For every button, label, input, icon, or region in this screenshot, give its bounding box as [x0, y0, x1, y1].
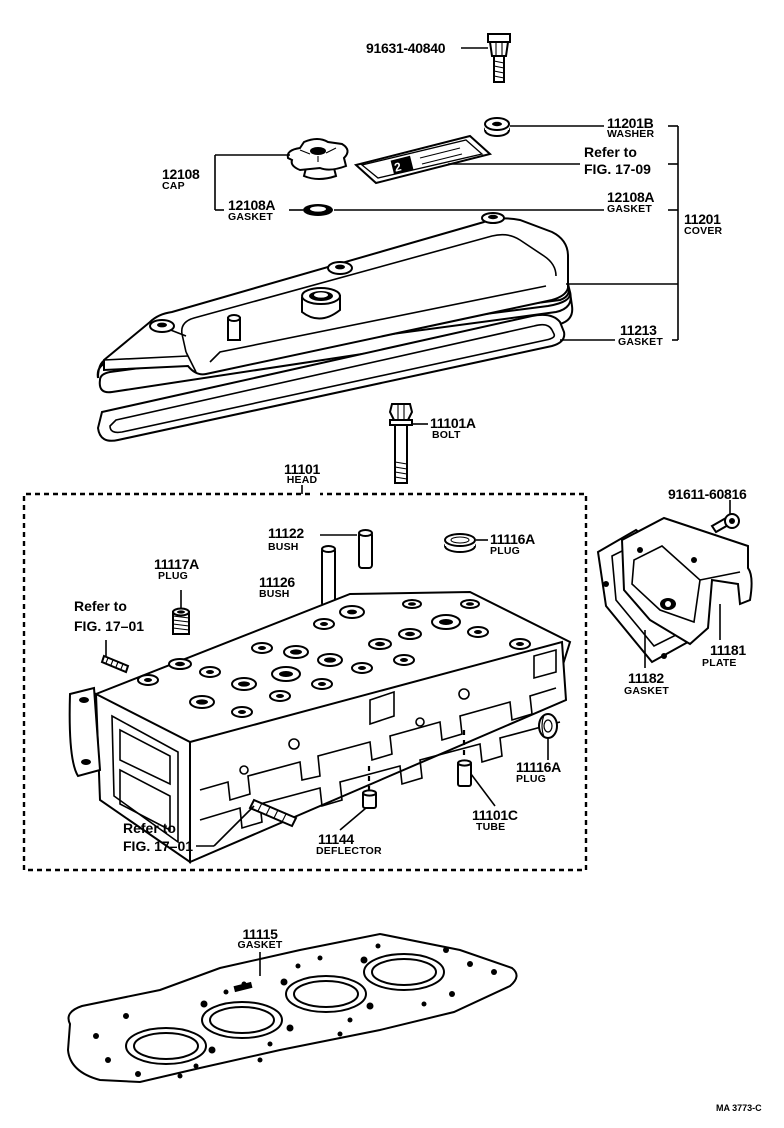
label-head-bolt-num: 11101A — [430, 415, 476, 431]
head-gasket-part[interactable] — [66, 932, 518, 1084]
label-tube-num: 11101C — [472, 807, 518, 823]
label-cap-name: CAP — [162, 180, 185, 192]
stud-bottom-part[interactable] — [248, 798, 298, 828]
leader-deflector — [339, 807, 367, 831]
label-cap-num: 12108 — [162, 166, 200, 182]
label-plate-name: PLATE — [702, 657, 737, 669]
oil-cap-part[interactable] — [286, 138, 349, 180]
label-plate-gasket-num: 11182 — [628, 670, 664, 686]
label-refer-1701-top-b: FIG. 17–01 — [74, 618, 145, 634]
label-refer-1701-bot-b: FIG. 17–01 — [123, 838, 194, 854]
plate-bolt-part[interactable] — [710, 513, 740, 534]
label-refer-1709-b: FIG. 17-09 — [584, 161, 651, 177]
label-bush-long-name: BUSH — [259, 588, 290, 600]
deflector-part[interactable] — [362, 789, 377, 809]
label-refer-1709-a: Refer to — [584, 144, 637, 160]
label-plug-right-name: PLUG — [516, 773, 546, 785]
label-head-bolt-name: BOLT — [432, 429, 461, 441]
label-plug-top-name: PLUG — [490, 545, 520, 557]
svg-text:2: 2 — [393, 159, 403, 174]
leader-stud-bottom — [213, 805, 255, 847]
valve-cover-part[interactable] — [96, 212, 574, 394]
label-washer-name: WASHER — [607, 128, 655, 140]
tube-part[interactable] — [457, 759, 472, 787]
plug-left-part[interactable] — [172, 607, 190, 635]
leader-tube — [470, 773, 496, 807]
label-cover-gasket-num: 11213 — [620, 322, 657, 338]
label-bush-long-num: 11126 — [259, 574, 295, 590]
label-plate-bolt-num: 91611-60816 — [668, 486, 747, 502]
label-refer-1701-bot-a: Refer to — [123, 820, 176, 836]
label-head-num: 11101 — [284, 461, 320, 477]
bush-short-part[interactable] — [358, 529, 373, 569]
label-head-gasket-name: GASKET — [237, 939, 283, 951]
label-deflector-num: 11144 — [318, 831, 354, 847]
label-washer-num: 11201B — [607, 115, 654, 131]
label-plate-num: 11181 — [710, 642, 746, 658]
stud-top-part[interactable] — [100, 654, 130, 674]
head-assembly-box — [22, 492, 588, 872]
bracket-right — [668, 125, 679, 341]
plate-part[interactable] — [620, 516, 753, 646]
label-tube-name: TUBE — [476, 821, 506, 833]
label-gasket-cap-left-name: GASKET — [228, 211, 273, 223]
bush-long-part[interactable] — [321, 545, 336, 607]
label-bolt-top: 91631-40840 — [366, 40, 446, 56]
head-bolt-part[interactable] — [388, 403, 414, 484]
label-plate-gasket-name: GASKET — [624, 685, 669, 697]
label-plug-left-num: 11117A — [154, 556, 199, 572]
bolt-top-part[interactable] — [487, 33, 511, 83]
label-refer-1701-top-a: Refer to — [74, 598, 127, 614]
washer-part[interactable] — [484, 117, 510, 137]
label-cover-num: 11201 — [684, 211, 721, 227]
footer-code: MA 3773-C — [716, 1103, 762, 1113]
label-plug-left-name: PLUG — [158, 570, 188, 582]
label-gasket-cap-right-num: 12108A — [607, 189, 655, 205]
label-head-name: HEAD — [286, 474, 318, 486]
cap-gasket-part[interactable] — [303, 204, 333, 216]
plug-right-part[interactable] — [538, 713, 558, 739]
cylinder-head-part[interactable] — [68, 378, 572, 864]
label-bush-short-num: 11122 — [268, 525, 304, 541]
label-cover-gasket-name: GASKET — [618, 336, 663, 348]
label-head-gasket-num: 11115 — [242, 926, 278, 942]
label-plate-part[interactable]: 2 — [353, 134, 493, 185]
label-plug-top-num: 11116A — [490, 531, 535, 547]
label-plug-right-num: 11116A — [516, 759, 561, 775]
label-gasket-cap-left-num: 12108A — [228, 197, 276, 213]
plug-top-part[interactable] — [444, 533, 476, 553]
label-bush-short-name: BUSH — [268, 541, 299, 553]
label-cover-name: COVER — [684, 225, 723, 237]
label-gasket-cap-right-name: GASKET — [607, 203, 652, 215]
label-deflector-name: DEFLECTOR — [316, 845, 382, 857]
